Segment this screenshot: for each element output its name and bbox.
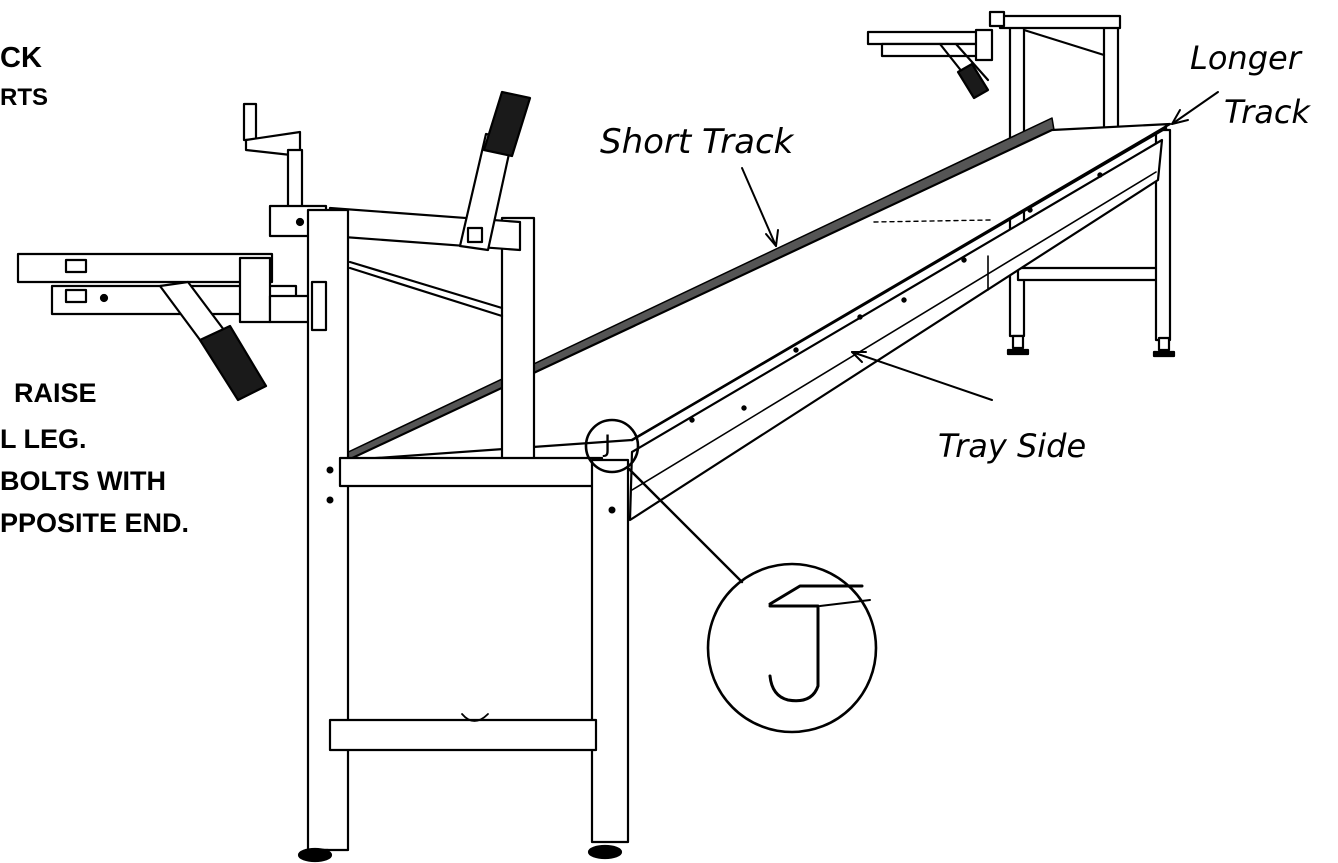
instruction-bottom-line-1: RAISE xyxy=(14,378,97,408)
instruction-bottom-line-2: L LEG. xyxy=(0,424,87,454)
j-channel-profile xyxy=(768,584,864,703)
detail-magnifier xyxy=(584,418,878,734)
tray-side-arrow xyxy=(851,351,993,401)
short-track-label: Short Track xyxy=(600,122,794,162)
near-end-frame xyxy=(16,90,630,863)
detail-circle-large xyxy=(706,562,878,734)
longer-track-label-line-2: Track xyxy=(1224,93,1310,131)
instruction-top-line-2: RTS xyxy=(0,84,48,111)
detail-circle-small xyxy=(584,418,640,474)
tray-side-label: Tray Side xyxy=(938,427,1087,465)
instruction-bottom-line-4: PPOSITE END. xyxy=(0,508,190,538)
far-end-frame xyxy=(866,10,1176,358)
detail-letter: J xyxy=(604,430,612,458)
longer-track-arrow xyxy=(1171,91,1219,125)
short-track-arrow xyxy=(741,167,777,247)
tray-assembly xyxy=(341,117,1172,522)
callout-arrows xyxy=(741,91,1219,401)
instruction-top-line-1: CK xyxy=(0,42,42,74)
instruction-bottom-line-3: BOLTS WITH xyxy=(0,466,166,496)
longer-track xyxy=(346,122,1172,462)
longer-track-label-line-1: Longer xyxy=(1190,39,1301,77)
